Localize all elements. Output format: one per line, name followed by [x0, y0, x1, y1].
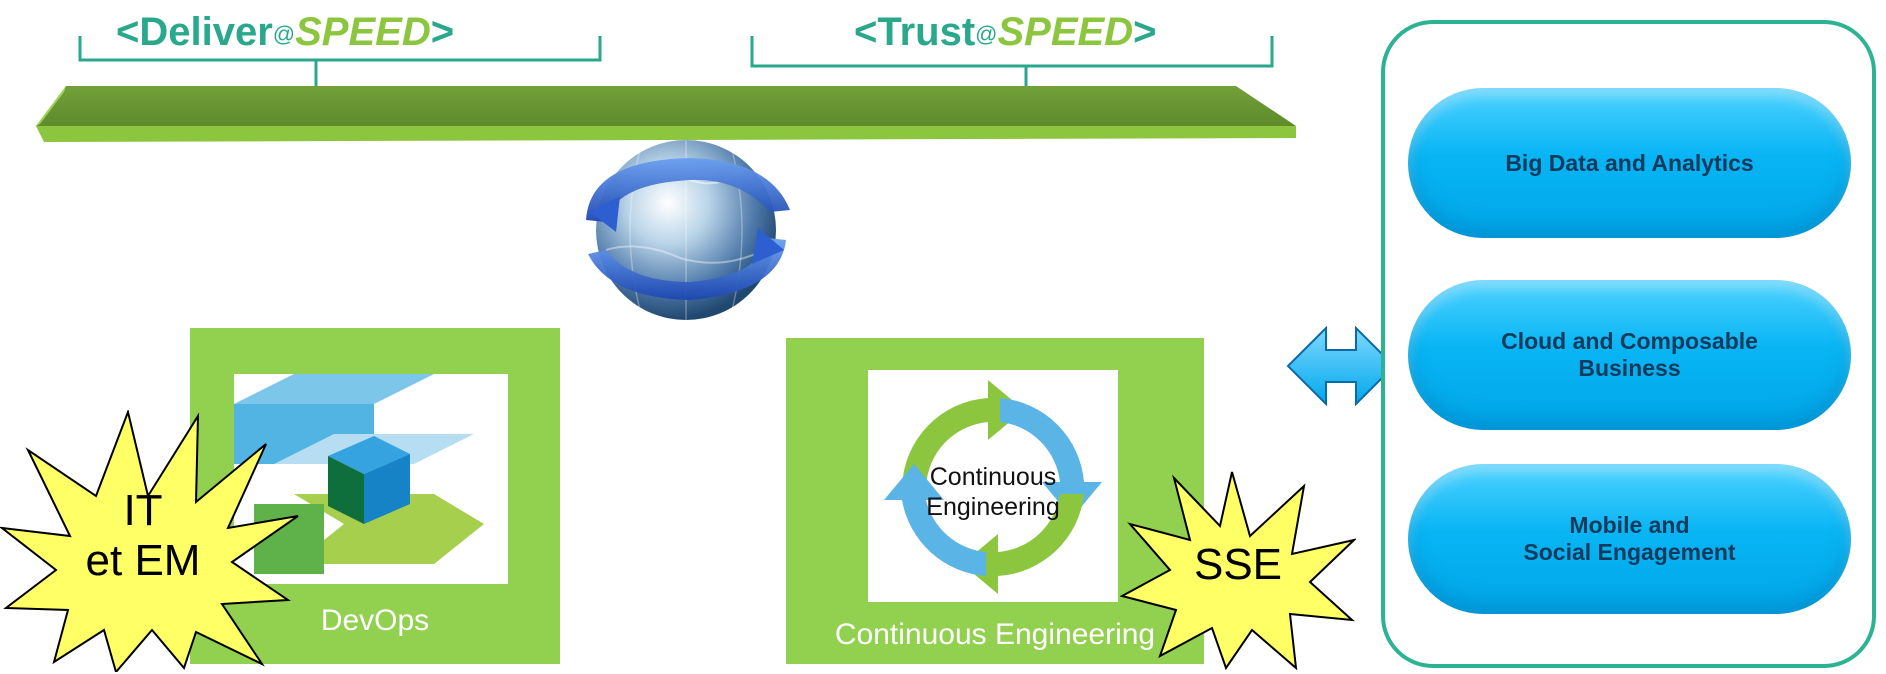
continuous-engineering-caption: Continuous Engineering — [834, 618, 1156, 651]
left-chevron: < — [854, 10, 878, 54]
cycle-label-line1: Continuous — [929, 463, 1057, 491]
speed-word: SPEED — [295, 10, 431, 54]
trust-word: Trust — [877, 10, 976, 54]
at-symbol: @ — [272, 21, 296, 47]
globe-icon — [586, 140, 790, 320]
starburst-it-em: IT et EM — [58, 486, 228, 586]
seesaw-plank — [36, 86, 1296, 142]
starburst-it-em-line1: IT — [123, 486, 163, 535]
right-chevron: > — [430, 10, 455, 54]
pill-mobile-line2: Social Engagement — [1523, 539, 1736, 565]
pill-cloud-line2: Business — [1578, 355, 1681, 381]
starburst-sse-shape — [1120, 471, 1356, 670]
pill-cloud-line1: Cloud and Composable — [1501, 328, 1758, 354]
cycle-label-line2: Engineering — [926, 493, 1060, 521]
pill-big-data-line1: Big Data and Analytics — [1505, 149, 1754, 176]
trust-at-speed-label: <Trust@SPEED> — [854, 8, 1156, 58]
starburst-sse: SSE — [1193, 540, 1283, 589]
pill-big-data: Big Data and Analytics — [1408, 88, 1851, 238]
deliver-at-speed-label: <Deliver@SPEED> — [116, 8, 454, 58]
pill-mobile: Mobile and Social Engagement — [1408, 464, 1851, 614]
pill-cloud: Cloud and Composable Business — [1408, 280, 1851, 430]
starburst-it-em-shape — [0, 410, 299, 672]
deliver-word: Deliver — [139, 10, 273, 54]
continuous-engineering-graphic: Continuous Engineering — [868, 370, 1118, 602]
speed-word: SPEED — [997, 10, 1134, 54]
at-symbol: @ — [975, 21, 998, 47]
right-chevron: > — [1133, 10, 1157, 54]
cycle-arrows-icon — [884, 380, 1102, 594]
pill-mobile-line1: Mobile and — [1569, 512, 1690, 538]
double-arrow-icon — [1286, 325, 1396, 407]
left-chevron: < — [116, 10, 140, 54]
devops-caption: DevOps — [320, 604, 430, 637]
cycle-label: Continuous Engineering — [868, 462, 1118, 522]
starburst-it-em-line2: et EM — [85, 536, 201, 585]
